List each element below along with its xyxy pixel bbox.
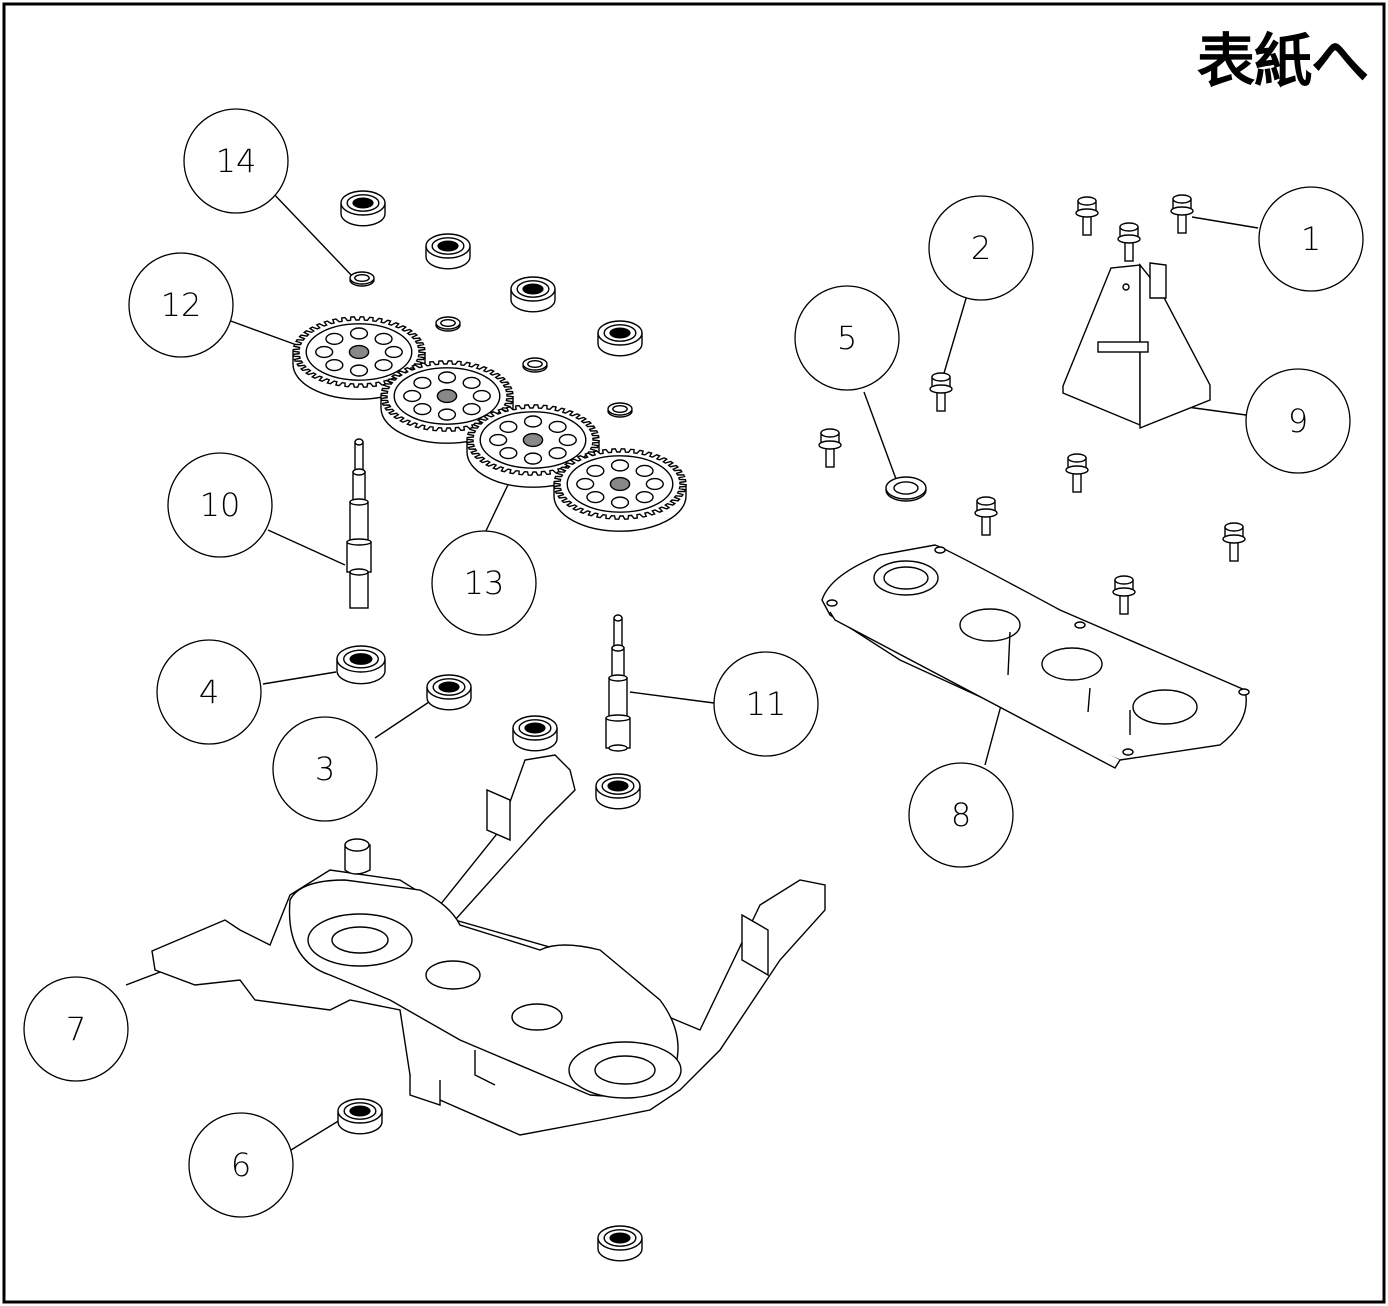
callout-circle [156,639,262,745]
callout-circle [128,252,234,358]
bearing-bottom [597,1225,643,1262]
callout-number: 8 [951,796,971,834]
callout-circle [1258,186,1364,292]
bearing-6 [337,1098,383,1135]
callout-11: 11 [713,651,819,757]
callout-circle [1245,368,1351,474]
callout-10: 10 [167,452,273,558]
bolt [1170,194,1194,234]
callout-13: 13 [431,530,537,636]
bolt [1112,575,1136,615]
callout-number: 4 [199,673,219,711]
bearing [510,276,556,313]
bearing [425,233,471,270]
callout-3: 3 [272,716,378,822]
bolt [929,372,953,412]
bolt [1222,522,1246,562]
washer [607,402,633,418]
callout-number: 11 [746,685,787,723]
bearing [595,773,641,810]
callout-2: 2 [928,195,1034,301]
callout-number: 10 [200,486,241,524]
callout-6: 6 [188,1112,294,1218]
bearing [512,715,558,752]
shaft-11 [605,614,631,752]
callout-8: 8 [908,762,1014,868]
base-frame-7 [151,754,826,1136]
callout-circle [928,195,1034,301]
washer [522,357,548,373]
bolt [1117,222,1141,262]
callout-7: 7 [23,976,129,1082]
cover-plate-8 [821,544,1250,769]
callout-number: 5 [837,319,857,357]
callout-number: 14 [216,142,257,180]
callout-circle [188,1112,294,1218]
callout-4: 4 [156,639,262,745]
callout-circle [272,716,378,822]
callout-circle [167,452,273,558]
callout-circle [183,108,289,214]
callout-number: 12 [161,286,202,324]
callout-circle [908,762,1014,868]
callout-number: 6 [231,1146,251,1184]
bearing-top [340,190,386,227]
bolt [974,496,998,536]
callout-circle [794,285,900,391]
washer [885,476,927,502]
shaft-10 [346,438,372,609]
callout-12: 12 [128,252,234,358]
bolt [1065,453,1089,493]
bracket-9 [1062,262,1211,430]
callout-number: 9 [1288,402,1308,440]
callout-number: 2 [971,229,991,267]
callout-number: 13 [464,564,505,602]
callout-circle [713,651,819,757]
callout-number: 7 [66,1010,86,1048]
bolt [818,428,842,468]
callout-1: 1 [1258,186,1364,292]
bearing-4 [336,645,386,685]
gear [553,448,687,532]
washer [349,271,375,287]
bearing [597,320,643,357]
callout-9: 9 [1245,368,1351,474]
bearing-3 [426,674,472,711]
callout-number: 1 [1301,220,1321,258]
back-to-cover-link[interactable]: 表紙へ [1196,27,1369,95]
callout-circle [23,976,129,1082]
callout-5: 5 [794,285,900,391]
washer [435,316,461,332]
callout-circle [431,530,537,636]
callout-14: 14 [183,108,289,214]
bolt [1075,196,1099,236]
callout-number: 3 [315,750,335,788]
